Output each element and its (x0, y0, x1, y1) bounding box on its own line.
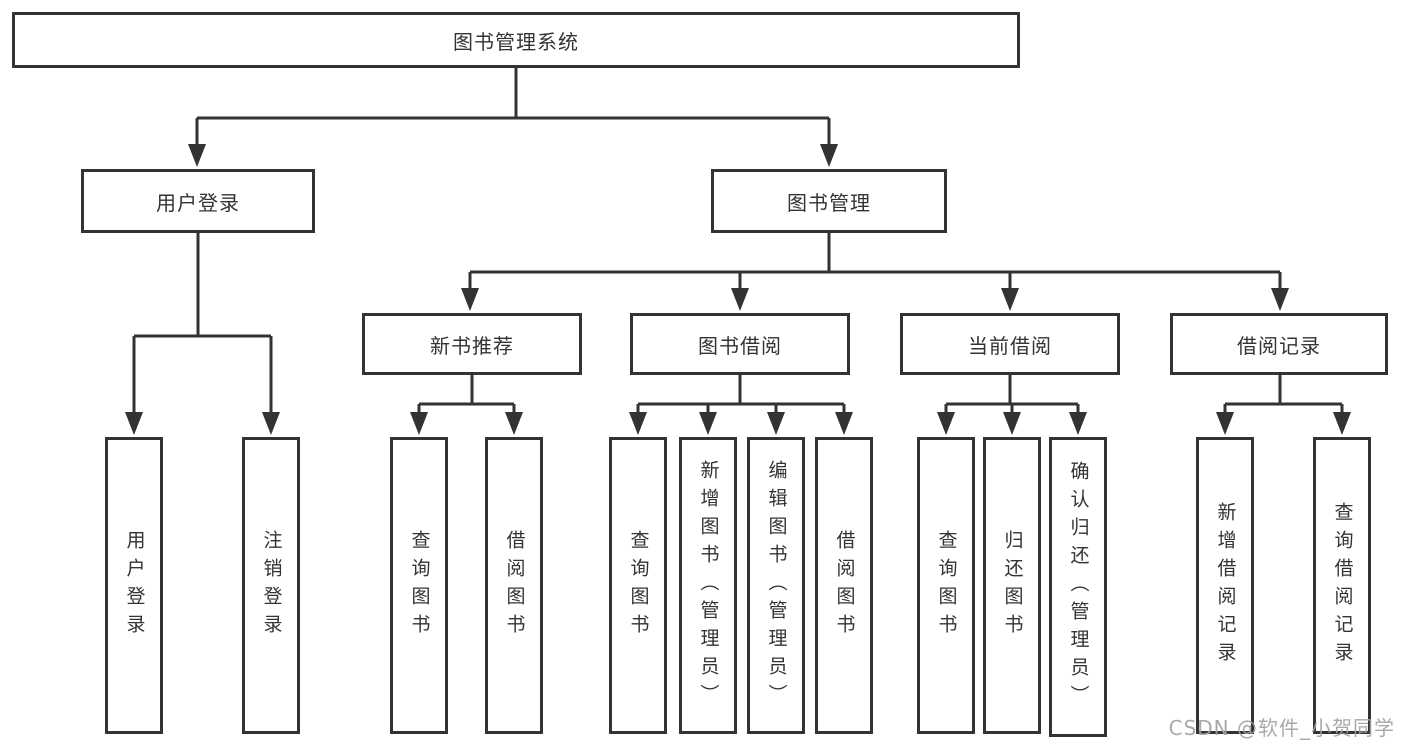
leaf-borrow-books: 借阅图书 (815, 437, 873, 734)
leaf-borrow-books-recommend: 借阅图书 (485, 437, 543, 734)
leaf-user-login: 用户登录 (105, 437, 163, 734)
leaf-confirm-return-admin: 确认归还（管理员） (1049, 437, 1107, 737)
watermark: CSDN @软件_小贺同学 (1168, 716, 1395, 740)
leaf-query-books-recommend: 查询图书 (390, 437, 448, 734)
leaf-logout: 注销登录 (242, 437, 300, 734)
leaf-add-borrow-record: 新增借阅记录 (1196, 437, 1254, 734)
node-user-login: 用户登录 (81, 169, 315, 233)
leaf-edit-book-admin: 编辑图书（管理员） (747, 437, 805, 734)
node-book-management: 图书管理 (711, 169, 947, 233)
leaf-query-books-borrowing: 查询图书 (609, 437, 667, 734)
leaf-query-borrow-record: 查询借阅记录 (1313, 437, 1371, 734)
node-new-book-recommend: 新书推荐 (362, 313, 582, 375)
node-current-borrowing: 当前借阅 (900, 313, 1120, 375)
arrowheads (125, 144, 1351, 435)
leaf-query-books-current: 查询图书 (917, 437, 975, 734)
leaf-return-books: 归还图书 (983, 437, 1041, 734)
node-book-borrowing: 图书借阅 (630, 313, 850, 375)
node-borrowing-records: 借阅记录 (1170, 313, 1388, 375)
leaf-add-book-admin: 新增图书（管理员） (679, 437, 737, 734)
node-system-root: 图书管理系统 (12, 12, 1020, 68)
